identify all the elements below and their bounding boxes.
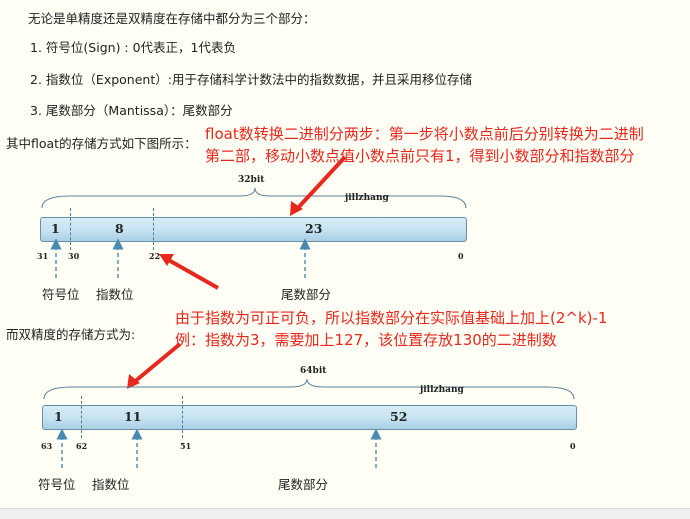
bit-index: 22 (149, 251, 161, 261)
bit-index: 63 (41, 441, 53, 451)
intro-text: 无论是单精度还是双精度在存储中都分为三个部分： (28, 11, 316, 26)
list-text: 指数位（Exponent）:用于存储科学计数法中的指数数据，并且采用移位存储 (45, 72, 472, 87)
brace-icon (41, 187, 467, 209)
mantissa-field: 23 (305, 221, 323, 236)
exponent-field: 11 (124, 409, 142, 424)
float-caption: 其中float的存储方式如下图所示： (6, 136, 197, 151)
list-item: 1. 符号位(Sign) : 0代表正，1代表负 (30, 37, 236, 56)
page-footer-strip (0, 508, 690, 519)
watermark: jillzhang (345, 193, 389, 203)
list-text: 符号位(Sign) : 0代表正，1代表负 (45, 40, 237, 55)
annotation-line: 第二部，移动小数点值小数点前只有1，得到小数部分和指数部分 (205, 147, 635, 165)
annotation-line: float数转换二进制分两步：第一步将小数点前后分别转换为二进制 (205, 125, 644, 143)
bit-index: 31 (37, 251, 49, 261)
total-bits-label: 32bit (238, 175, 265, 185)
list-number: 1. (30, 40, 42, 55)
sign-label: 符号位 (42, 287, 80, 302)
list-item: 2. 指数位（Exponent）:用于存储科学计数法中的指数数据，并且采用移位存… (30, 69, 472, 88)
bit-index: 0 (570, 441, 576, 451)
total-bits-label: 64bit (300, 366, 327, 376)
list-number: 3. (30, 103, 42, 118)
double-caption: 而双精度的存储方式为: (6, 327, 136, 342)
mantissa-label: 尾数部分 (281, 287, 332, 302)
watermark: jillzhang (420, 385, 464, 395)
sign-field: 1 (51, 221, 60, 236)
sign-label: 符号位 (38, 477, 76, 492)
exponent-label: 指数位 (96, 287, 134, 302)
list-number: 2. (30, 72, 42, 87)
sign-field: 1 (54, 409, 63, 424)
bit-index: 51 (180, 441, 192, 451)
annotation-line: 由于指数为可正可负，所以指数部分在实际值基础上加上(2^k)-1 (175, 309, 608, 327)
annotation-line: 例：指数为3，需要加上127，该位置存放130的二进制数 (175, 331, 557, 349)
bit-index: 0 (458, 251, 464, 261)
exponent-field: 8 (115, 221, 124, 236)
list-item: 3. 尾数部分（Mantissa）：尾数部分 (30, 100, 233, 119)
brace-icon (43, 378, 575, 400)
float-bit-bar: 1 8 23 (40, 208, 467, 250)
bit-index: 62 (76, 441, 88, 451)
bit-index: 30 (68, 251, 80, 261)
double-bit-bar: 1 11 52 (42, 396, 577, 438)
exponent-label: 指数位 (92, 477, 130, 492)
mantissa-field: 52 (390, 409, 408, 424)
list-text: 尾数部分（Mantissa）：尾数部分 (45, 103, 233, 118)
mantissa-label: 尾数部分 (278, 477, 329, 492)
